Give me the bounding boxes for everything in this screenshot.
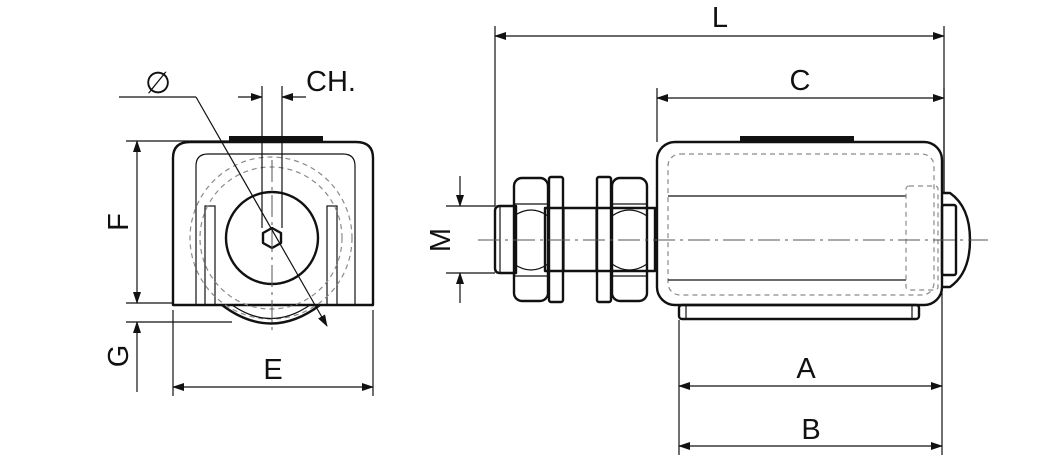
b-label: B <box>801 414 820 446</box>
ch-dimension: CH. <box>238 66 356 228</box>
end-view-hidden-roller-inner <box>199 166 343 310</box>
side-view <box>478 136 988 321</box>
end-view-hidden-roller <box>189 156 353 320</box>
end-view-right-slot <box>326 205 338 306</box>
c-dimension: C <box>656 65 945 193</box>
side-view-end-cavity <box>905 185 939 291</box>
m-label: M <box>425 228 457 252</box>
end-view-left-slot <box>204 205 216 306</box>
m-dimension: M <box>425 176 495 303</box>
e-dimension: E <box>172 310 374 396</box>
end-view-roller-bottom <box>221 304 321 325</box>
g-dimension: G <box>103 321 232 392</box>
diameter-dimension: ∅ <box>119 66 328 327</box>
diameter-symbol: ∅ <box>145 66 171 101</box>
e-label: E <box>263 354 282 386</box>
end-view <box>171 136 375 330</box>
end-view-roller-bottom-inner <box>231 304 311 320</box>
c-label: C <box>790 65 811 97</box>
side-view-base <box>677 303 921 321</box>
b-dimension: B <box>678 414 943 450</box>
side-view-stud-tip <box>493 204 518 275</box>
a-label: A <box>796 353 816 385</box>
end-view-top-plate <box>229 136 323 142</box>
side-view-inner-outline <box>667 153 935 296</box>
g-label: G <box>103 345 135 368</box>
side-view-top-plate <box>740 136 854 142</box>
f-dimension: F <box>103 140 229 304</box>
end-view-body-outline <box>171 140 375 307</box>
l-dimension: L <box>494 2 945 206</box>
a-dimension: A <box>678 290 943 455</box>
end-view-inner-wall <box>195 153 356 305</box>
ch-label: CH. <box>306 66 356 98</box>
f-label: F <box>103 213 135 231</box>
l-label: L <box>712 2 728 34</box>
